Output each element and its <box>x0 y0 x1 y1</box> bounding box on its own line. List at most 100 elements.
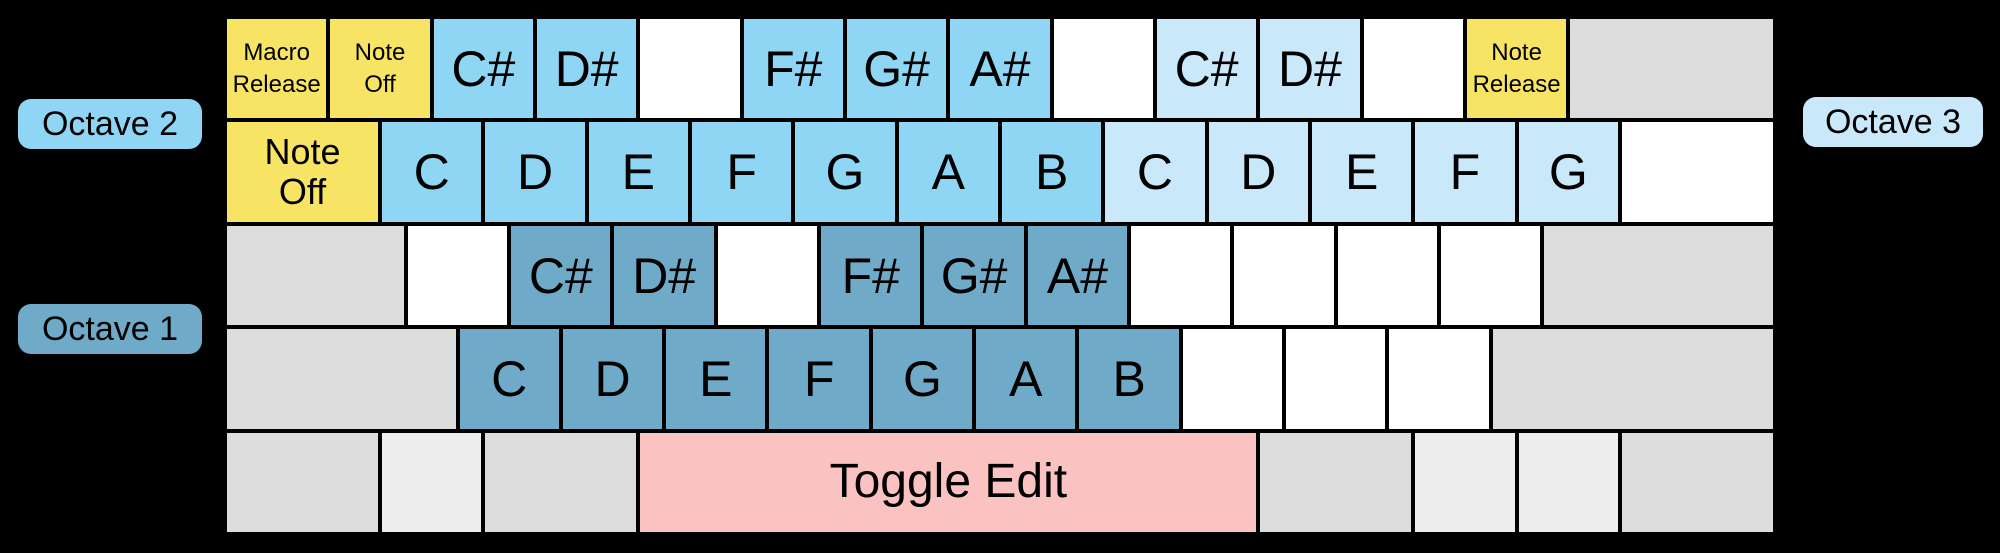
key-d-octave3: D <box>1206 120 1310 224</box>
key-modifier <box>1258 430 1414 535</box>
key-dsharp-octave2: D# <box>534 17 639 121</box>
key-modifier <box>1568 17 1775 121</box>
key-c-octave3: C <box>1103 120 1207 224</box>
key-a-octave2: A <box>896 120 1000 224</box>
key-a-octave1: A <box>974 327 1078 431</box>
bottom-row: Toggle Edit <box>225 430 1775 535</box>
key-unmapped <box>405 223 510 328</box>
key-asharp-octave2: A# <box>948 17 1052 121</box>
key-label: E <box>699 350 733 407</box>
key-modifier <box>1490 327 1775 431</box>
key-label: C <box>1136 144 1174 201</box>
key-unmapped <box>1180 327 1285 431</box>
key-gsharp-octave2: G# <box>844 17 949 121</box>
key-fsharp-octave1: F# <box>819 223 923 328</box>
key-fsharp-octave2: F# <box>741 17 845 121</box>
key-modifier <box>225 430 380 535</box>
key-f-octave2: F <box>689 120 794 224</box>
key-label: F# <box>764 40 823 97</box>
key-label: Off <box>278 171 327 213</box>
key-csharp-octave2: C# <box>431 17 535 121</box>
key-label: D# <box>554 40 619 97</box>
key-modifier <box>225 327 458 431</box>
key-label: Release <box>1472 70 1561 98</box>
key-label: Note <box>354 38 406 66</box>
key-modifier <box>225 223 406 328</box>
key-label: C <box>413 144 450 201</box>
key-b-octave2: B <box>999 120 1104 224</box>
key-label: Note <box>264 131 341 173</box>
key-label: C# <box>1174 40 1239 97</box>
key-unmapped <box>1129 223 1233 328</box>
octave-3-label: Octave 3 <box>1803 97 1983 147</box>
key-c-octave2: C <box>380 120 484 224</box>
key-label: C# <box>451 40 516 97</box>
key-label: A# <box>969 40 1031 97</box>
key-unmapped <box>1284 327 1388 431</box>
key-label: D# <box>632 247 697 304</box>
key-csharp-octave3: C# <box>1154 17 1259 121</box>
key-label: A <box>931 144 965 201</box>
key-unmapped <box>715 223 820 328</box>
key-unmapped <box>1361 17 1465 121</box>
key-unmapped <box>1051 17 1155 121</box>
key-unmapped <box>1439 223 1543 328</box>
key-label: D <box>1240 144 1277 201</box>
key-label: F <box>726 144 757 201</box>
key-e-octave2: E <box>586 120 690 224</box>
key-label: D <box>516 144 554 201</box>
key-label: C <box>491 350 528 407</box>
key-label: B <box>1034 144 1069 201</box>
key-modifier <box>1413 430 1517 535</box>
key-label: Release <box>232 70 321 98</box>
key-label: Note <box>1491 38 1542 66</box>
key-modifier <box>1516 430 1620 535</box>
key-label: A# <box>1046 247 1109 304</box>
key-unmapped <box>1335 223 1440 328</box>
key-label: G# <box>863 40 930 97</box>
key-label: Off <box>364 70 396 98</box>
key-label: F <box>803 350 835 407</box>
key-dsharp-octave3: D# <box>1258 17 1362 121</box>
key-modifier <box>483 430 639 535</box>
key-label: Toggle Edit <box>829 455 1068 509</box>
key-g-octave3: G <box>1516 120 1620 224</box>
key-label: F <box>1449 144 1481 201</box>
key-g-octave1: G <box>870 327 975 431</box>
key-label: G <box>825 144 865 201</box>
key-f-octave1: F <box>767 327 871 431</box>
key-label: Macro <box>243 38 310 66</box>
octave-1-label: Octave 1 <box>18 304 202 354</box>
key-label: E <box>1344 144 1379 201</box>
key-toggle-edit: Toggle Edit <box>638 430 1259 535</box>
key-unmapped <box>638 17 742 121</box>
key-label: G <box>1548 144 1588 201</box>
key-label: G# <box>940 247 1008 304</box>
octave-2-label: Octave 2 <box>18 99 202 149</box>
key-unmapped <box>1619 120 1775 224</box>
key-unmapped <box>1387 327 1491 431</box>
key-d-octave1: D <box>560 327 665 431</box>
key-label: D <box>594 350 631 407</box>
key-b-octave1: B <box>1077 327 1181 431</box>
key-label: E <box>621 144 655 201</box>
key-modifier <box>1542 223 1775 328</box>
key-c-octave1: C <box>457 327 561 431</box>
key-label: B <box>1112 350 1146 407</box>
key-label: G <box>903 350 942 407</box>
key-asharp-octave1: A# <box>1025 223 1130 328</box>
key-label: D# <box>1277 40 1342 97</box>
key-modifier <box>1619 430 1775 535</box>
key-e-octave3: E <box>1309 120 1414 224</box>
key-modifier <box>380 430 484 535</box>
key-label: F# <box>841 247 900 304</box>
key-f-octave3: F <box>1413 120 1517 224</box>
key-e-octave1: E <box>664 327 768 431</box>
